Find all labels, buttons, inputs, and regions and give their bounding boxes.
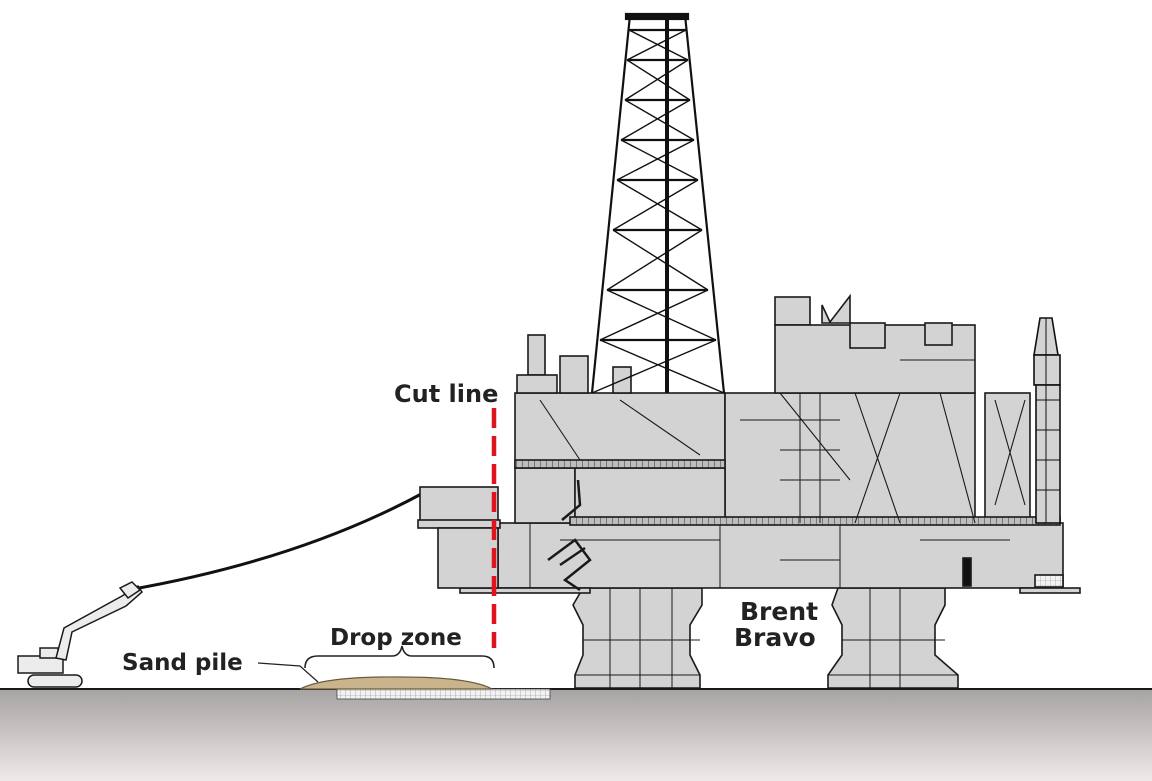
cable [127,490,426,592]
flare-boom-icon [1033,317,1061,524]
platform-name-line1: Brent [740,597,818,626]
sand-pile-mound [299,676,493,690]
excavator-icon [17,581,143,688]
cut-line-label: Cut line [394,380,498,408]
sand-pile-leader [257,662,319,683]
oil-platform-icon [417,293,1081,689]
drop-zone-label: Drop zone [330,625,462,651]
platform-name-line2: Bravo [734,623,816,652]
derrick-icon [590,12,726,394]
drop-zone-bracket [304,645,495,669]
drop-zone-mat [336,688,551,700]
sand-pile-label: Sand pile [122,650,243,676]
seabed [0,688,1152,781]
